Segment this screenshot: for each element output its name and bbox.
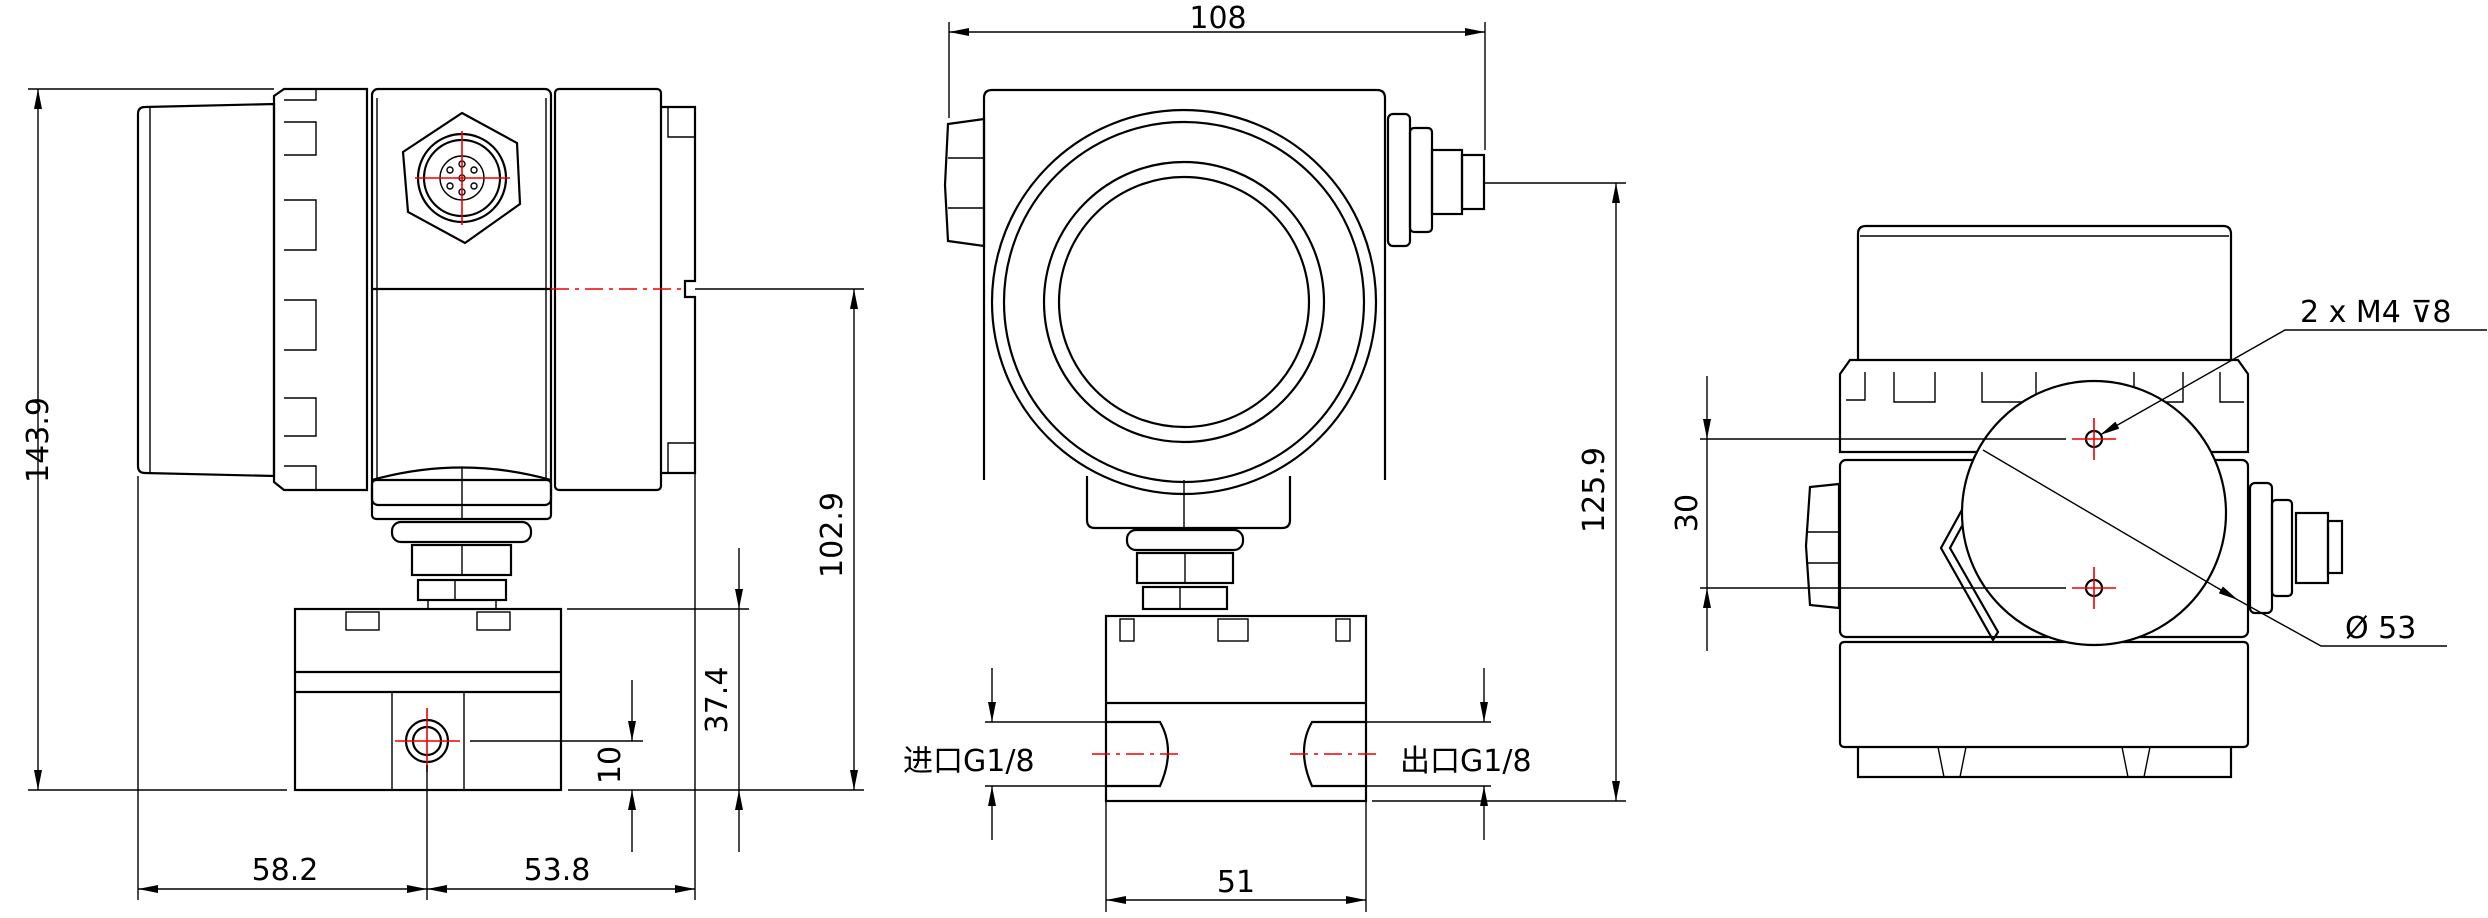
top-ribbed-ring xyxy=(1838,358,2250,454)
outlet-label: 出口G1/8 xyxy=(1400,744,1532,779)
dim-block-width: 51 xyxy=(1217,865,1255,900)
mounting-face xyxy=(1960,379,2228,647)
inlet-label: 进口G1/8 xyxy=(903,744,1035,779)
m12-connector xyxy=(401,111,522,245)
cover-top xyxy=(1856,224,2233,360)
front-nuts xyxy=(1125,528,1245,611)
housing-outer-ring xyxy=(990,108,1378,496)
dim-left-width: 58.2 xyxy=(252,853,319,888)
inlet-port xyxy=(1106,720,1170,788)
dim-total-height: 143.9 xyxy=(21,397,56,483)
housing-body xyxy=(982,88,1387,480)
dim-block-height: 37.4 xyxy=(700,667,735,734)
front-connector xyxy=(1386,112,1486,248)
side-dimensions: 143.9 102.9 37.4 10 58.2 53.8 xyxy=(21,88,864,900)
dim-center-height: 102.9 xyxy=(815,492,850,578)
front-dimensions: 108 125.9 进口G1/8 出口G1/8 51 xyxy=(903,1,1626,912)
front-view: 108 125.9 进口G1/8 出口G1/8 51 xyxy=(903,1,1626,912)
rear-cap xyxy=(661,105,697,475)
display-cover xyxy=(136,102,276,478)
top-view: 30 2 x M4 ⊽8 Ø 53 xyxy=(1670,224,2487,779)
top-dimensions: 30 2 x M4 ⊽8 Ø 53 xyxy=(1670,295,2487,651)
display-window xyxy=(1057,175,1311,429)
top-rear xyxy=(1838,640,2250,749)
outlet-port xyxy=(1302,720,1366,788)
flow-block xyxy=(293,607,563,792)
diameter-callout: Ø 53 xyxy=(2345,611,2416,646)
top-connector xyxy=(2248,481,2344,615)
dim-hole-spacing: 30 xyxy=(1670,494,1705,532)
top-left-plug xyxy=(1804,482,1841,610)
process-nuts xyxy=(390,520,533,609)
tilted-bracket xyxy=(1939,507,2000,643)
dim-width: 108 xyxy=(1189,1,1246,36)
dim-right-width: 53.8 xyxy=(524,853,591,888)
dim-port-height: 10 xyxy=(593,746,628,784)
side-view: 143.9 102.9 37.4 10 58.2 53.8 xyxy=(21,87,864,900)
dim-height: 125.9 xyxy=(1577,447,1612,533)
ribbed-ring xyxy=(272,87,369,492)
left-plug xyxy=(943,117,986,248)
depth-symbol: ⊽ xyxy=(2410,295,2432,330)
front-flow-block xyxy=(1092,614,1380,803)
thread-callout: 2 x M4 ⊽8 xyxy=(2300,295,2452,330)
